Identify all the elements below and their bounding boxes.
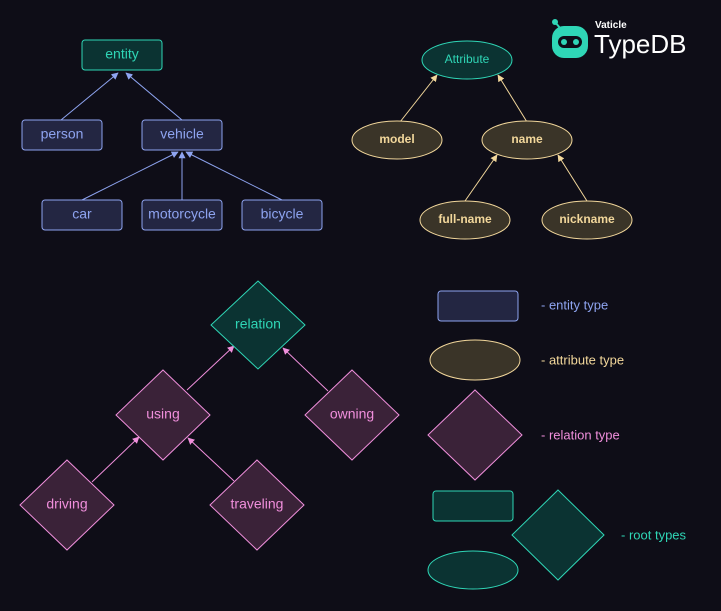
legend-root: - root types — [427, 489, 687, 590]
entity-node-car: car — [41, 199, 123, 231]
attribute-root-label: Attribute — [445, 52, 490, 66]
entity-label-bicycle: bicycle — [261, 206, 304, 222]
attribute-node-nickname: nickname — [541, 200, 633, 240]
entity-node-bicycle: bicycle — [241, 199, 323, 231]
legend-attribute-swatch — [429, 339, 521, 381]
typedb-logo: Vaticle TypeDB — [552, 19, 687, 59]
edge-car-vehicle — [81, 151, 179, 201]
entity-label-motorcycle: motorcycle — [148, 206, 216, 222]
edge-driving-using — [91, 436, 140, 483]
relation-label-owning: owning — [330, 406, 374, 422]
attribute-label-nickname: nickname — [559, 212, 615, 226]
edge-nickname-name — [557, 154, 588, 202]
entity-root-node: entity — [81, 39, 163, 71]
relation-node-driving: driving — [19, 459, 115, 551]
edge-name-attribute — [497, 74, 528, 123]
attribute-label-name: name — [511, 132, 543, 146]
relation-node-using: using — [115, 369, 211, 461]
attribute-label-full-name: full-name — [438, 212, 492, 226]
legend-entity: - entity type — [437, 290, 608, 322]
relation-node-owning: owning — [304, 369, 400, 461]
relation-node-traveling: traveling — [209, 459, 305, 551]
legend-root-relation-swatch — [511, 489, 605, 581]
legend-relation-swatch — [427, 389, 523, 481]
edge-model-attribute — [399, 74, 438, 123]
relation-root-label: relation — [235, 316, 281, 332]
edge-person-entity — [60, 72, 119, 121]
relation-root-node: relation — [210, 280, 306, 370]
attribute-hierarchy: Attribute model name full-name nickname — [351, 40, 633, 240]
edge-using-relation — [186, 345, 235, 391]
edge-fullname-name — [464, 154, 498, 202]
relation-label-traveling: traveling — [231, 496, 284, 512]
edge-owning-relation — [282, 347, 329, 392]
entity-label-person: person — [41, 126, 84, 142]
legend-root-entity-swatch — [432, 490, 514, 522]
edge-bicycle-vehicle — [185, 151, 283, 201]
legend-attribute-label: - attribute type — [541, 352, 624, 367]
entity-hierarchy: entity person vehicle car motorcycle bic… — [21, 39, 323, 231]
edge-traveling-using — [187, 437, 235, 482]
legend-attribute: - attribute type — [429, 339, 624, 381]
attribute-node-full-name: full-name — [419, 200, 511, 240]
attribute-label-model: model — [379, 132, 414, 146]
entity-label-vehicle: vehicle — [160, 126, 204, 142]
typedb-robot-icon — [552, 19, 588, 58]
legend-relation-label: - relation type — [541, 427, 620, 442]
attribute-node-model: model — [351, 120, 443, 160]
edge-vehicle-entity — [125, 72, 183, 121]
entity-node-motorcycle: motorcycle — [141, 199, 223, 231]
attribute-root-node: Attribute — [421, 40, 513, 80]
entity-root-label: entity — [105, 46, 138, 62]
brand-product: TypeDB — [594, 29, 687, 59]
attribute-node-name: name — [481, 120, 573, 160]
brand-company: Vaticle — [595, 20, 627, 31]
legend: - entity type - attribute type - relatio… — [427, 290, 687, 590]
entity-node-vehicle: vehicle — [141, 119, 223, 151]
legend-entity-swatch — [437, 290, 519, 322]
entity-label-car: car — [72, 206, 92, 222]
relation-label-driving: driving — [46, 496, 87, 512]
legend-relation: - relation type — [427, 389, 620, 481]
legend-entity-label: - entity type — [541, 297, 608, 312]
relation-label-using: using — [146, 406, 179, 422]
entity-node-person: person — [21, 119, 103, 151]
relation-hierarchy: relation using owning driving traveling — [19, 280, 400, 551]
legend-root-attribute-swatch — [427, 550, 519, 590]
legend-root-label: - root types — [621, 527, 687, 542]
